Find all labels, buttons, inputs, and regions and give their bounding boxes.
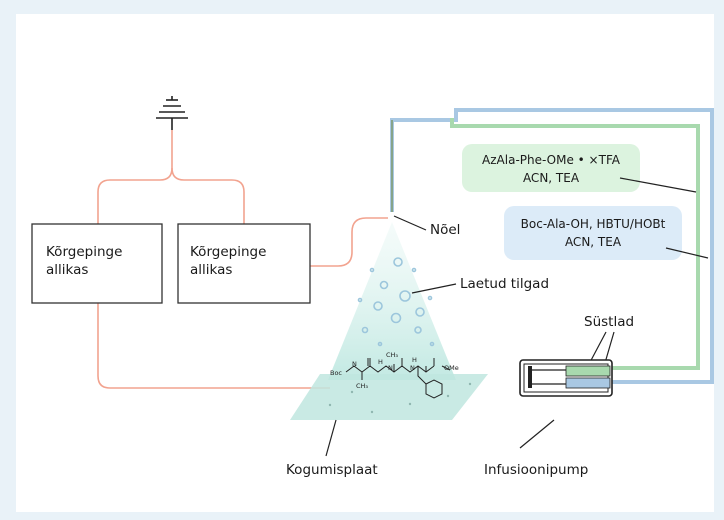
- reagent-green-line2: ACN, TEA: [523, 171, 580, 185]
- molecule-ome: OMe: [444, 364, 459, 372]
- pump-pointer: [519, 419, 555, 449]
- plate-pointer: [325, 419, 337, 457]
- needle-label: Nõel: [430, 222, 460, 238]
- source-left-line2: allikas: [46, 262, 88, 278]
- charged-droplets: [357, 257, 435, 347]
- high-voltage-source-left: Kõrgepinge allikas: [31, 223, 163, 304]
- source-left-line1: Kõrgepinge: [46, 244, 122, 260]
- reagent-green-box: AzAla-Phe-OMe • ×TFA ACN, TEA: [462, 144, 640, 192]
- droplets-label: Laetud tilgad: [460, 276, 549, 292]
- syringe-green: [565, 365, 611, 377]
- tubing: [390, 108, 714, 384]
- plate-dots: [328, 382, 472, 414]
- source-right-line1: Kõrgepinge: [190, 244, 266, 260]
- molecule-n2: N: [388, 364, 393, 372]
- reagent-blue-pointer: [665, 247, 709, 259]
- molecule-ch3: CH₃: [386, 351, 398, 359]
- reagent-blue-line2: ACN, TEA: [565, 235, 622, 249]
- syringes-label: Süstlad: [584, 314, 634, 330]
- reagent-green-line1: AzAla-Phe-OMe • ×TFA: [482, 153, 621, 167]
- needle-pointer: [393, 215, 427, 231]
- molecule-structure: [345, 358, 451, 399]
- reagent-blue-box: Boc-Ala-OH, HBTU/HOBt ACN, TEA: [504, 206, 682, 260]
- molecule-boc: Boc: [330, 369, 342, 377]
- molecule-n1: N: [352, 360, 357, 368]
- droplets-pointer: [411, 283, 457, 294]
- wiring: [97, 130, 388, 389]
- molecule-h1: H: [378, 358, 383, 366]
- ground-icon: [156, 96, 188, 130]
- pump-label: Infusioonipump: [484, 462, 588, 478]
- source-right-line2: allikas: [190, 262, 232, 278]
- molecule-n3: N: [410, 364, 415, 372]
- plate-label: Kogumisplaat: [286, 462, 378, 478]
- molecule-ch3b: CH₃: [356, 382, 368, 390]
- reagent-green-pointer: [619, 177, 697, 193]
- infusion-pump: [519, 359, 613, 397]
- syringe-blue: [565, 377, 611, 389]
- molecule-h3: H: [412, 356, 417, 364]
- collection-plate: [290, 374, 488, 420]
- high-voltage-source-right: Kõrgepinge allikas: [177, 223, 311, 304]
- spray-cone: [328, 222, 456, 380]
- reagent-blue-line1: Boc-Ala-OH, HBTU/HOBt: [521, 217, 666, 231]
